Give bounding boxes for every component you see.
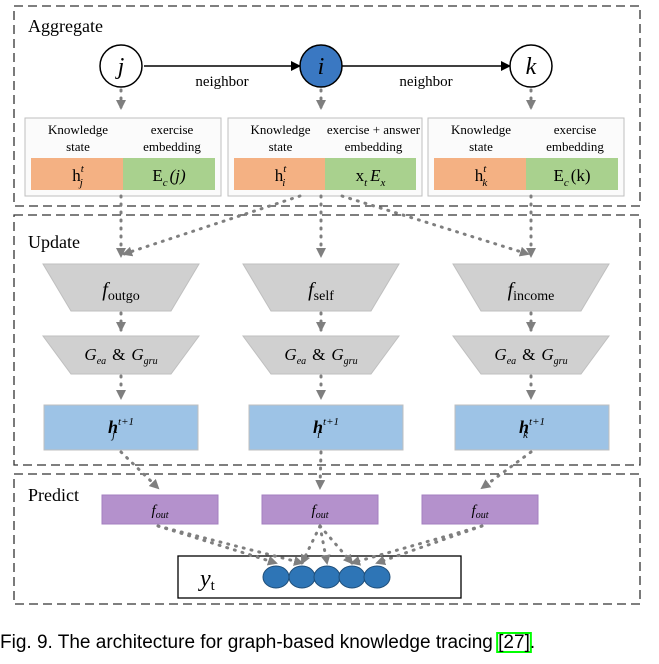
prediction-dot: [363, 565, 391, 589]
gate-label: Gea&Ggru: [494, 345, 567, 367]
hidden-state-box: [43, 404, 199, 451]
node-card-connectors: [116, 88, 536, 110]
gate-functions: Gea&Ggru Gea&Ggru Gea&Ggru: [42, 335, 610, 400]
prediction-box: [177, 555, 462, 599]
predict-label: Predict: [28, 485, 79, 505]
output-function-label: fout: [312, 503, 329, 521]
gate-label: Gea&Ggru: [284, 345, 357, 367]
node-j: [99, 44, 143, 88]
embedding-symbol: Ec(j): [152, 166, 186, 189]
update-label: Update: [28, 232, 80, 252]
figure-caption: Fig. 9. The architecture for graph-based…: [0, 632, 535, 653]
prediction-dot: [338, 565, 366, 589]
predict-frame: [13, 473, 641, 605]
gate-trapezoid: [42, 335, 200, 375]
update-frame: [13, 214, 641, 466]
knowledge-state-cell: [234, 158, 325, 190]
hidden-output-connector: [480, 450, 533, 490]
hidden-output-connector: [119, 450, 160, 490]
update-function-trapezoid: [42, 263, 200, 312]
update-function-label: foutgo: [102, 279, 139, 304]
embedding-cell: [123, 158, 215, 190]
embedding-cell: [526, 158, 618, 190]
output-function-label: fout: [472, 503, 489, 521]
output-function-box: [101, 494, 219, 525]
aggregate-frame: [13, 5, 641, 207]
update-function-trapezoid: [452, 263, 610, 312]
node-j-label: j: [115, 54, 125, 80]
prediction-dot: [288, 565, 316, 589]
update-function-trapezoid: [242, 263, 400, 312]
hidden-output-connector: [315, 450, 326, 490]
prediction-dot: [313, 565, 341, 589]
knowledge-state-cell: [434, 158, 526, 190]
output-function-box: [261, 494, 379, 525]
edge-label-right: neighbor: [399, 74, 452, 90]
output-dot-connector: [156, 524, 304, 566]
update-function-label: fincome: [508, 279, 555, 304]
prediction-dot: [262, 565, 290, 589]
node-i: [299, 44, 343, 88]
output-functions: fout fout fout: [101, 450, 539, 525]
hidden-state-box: [248, 404, 404, 451]
knowledge-state-cell: [31, 158, 123, 190]
edge-label-left: neighbor: [195, 74, 248, 90]
card-update-connectors: [116, 194, 536, 258]
aggregate-label: Aggregate: [28, 16, 103, 36]
embedding-cell: [325, 158, 416, 190]
embedding-symbol: Ec(k): [553, 166, 590, 189]
prediction-label: yt: [198, 566, 216, 594]
node-i-label: i: [318, 54, 325, 80]
gate-trapezoid: [452, 335, 610, 375]
hidden-state-box: [454, 404, 610, 451]
citation-ref[interactable]: [27]: [498, 632, 530, 653]
gate-trapezoid: [242, 335, 400, 375]
citation-highlight: [496, 632, 532, 653]
update-functions: foutgo fself fincome: [42, 263, 610, 332]
output-dot-connector: [300, 524, 322, 565]
gate-label: Gea&Ggru: [84, 345, 157, 367]
update-function-label: fself: [308, 279, 334, 304]
output-dot-connector: [318, 524, 331, 565]
output-function-label: fout: [152, 503, 169, 521]
prediction-dots: [156, 524, 484, 589]
output-dot-connector: [318, 524, 354, 565]
output-dot-connector: [375, 524, 484, 566]
output-function-box: [421, 494, 539, 525]
node-k-label: k: [526, 54, 537, 80]
node-k: [509, 44, 553, 88]
output-dot-connector: [350, 524, 484, 566]
output-dot-connector: [156, 524, 278, 566]
